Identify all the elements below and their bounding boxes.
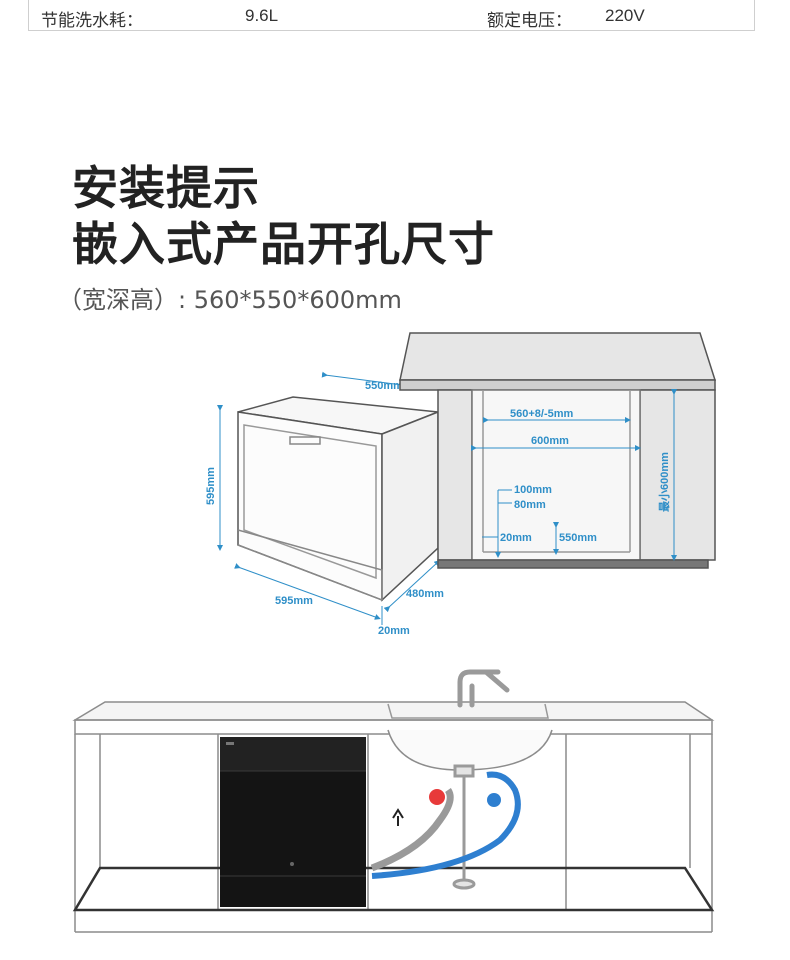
rated-voltage-value: 220V (605, 6, 645, 25)
dim-door-depth: 480mm (406, 588, 444, 600)
dim-product-depth: 550mm (365, 380, 403, 392)
kitchen-cabinet-illustration (72, 701, 715, 933)
dim-product-height: 595mm (205, 467, 217, 505)
spec-table: 节能洗水耗： 9.6L 额定电压： 220V (28, 0, 755, 31)
dim-min-height: 最小600mm (657, 452, 671, 512)
dim-gap-80: 80mm (514, 499, 546, 511)
cold-water-valve-icon (487, 793, 501, 807)
drain-arrow-icon (392, 808, 404, 826)
dishwasher-product (237, 396, 439, 602)
drain-hose (370, 787, 454, 872)
water-consumption-label: 节能洗水耗： (41, 11, 143, 30)
section-subtitle: 嵌入式产品开孔尺寸 (72, 217, 495, 271)
cabinet-dimension-lines (471, 389, 677, 561)
cabinet-opening (399, 332, 717, 569)
faucet-icon (457, 669, 510, 708)
dim-cabinet-width: 600mm (531, 435, 569, 447)
rated-voltage-label: 额定电压： (487, 11, 572, 30)
drain-pipe (452, 764, 476, 890)
section-title: 安装提示 (72, 161, 260, 215)
dim-product-width: 595mm (275, 595, 313, 607)
opening-size-caption: （宽深高）: 560*550*600mm (58, 286, 402, 314)
water-inlet-hose (371, 771, 521, 879)
water-consumption-value: 9.6L (245, 6, 279, 25)
dim-foot-gap: 20mm (378, 625, 410, 637)
dishwasher-front (220, 737, 366, 907)
hot-water-valve-icon (429, 789, 445, 805)
dim-depth-550: 550mm (559, 532, 597, 544)
dim-gap-20: 20mm (500, 532, 532, 544)
dim-gap-100: 100mm (514, 484, 552, 496)
dim-opening-width: 560+8/-5mm (510, 408, 574, 420)
